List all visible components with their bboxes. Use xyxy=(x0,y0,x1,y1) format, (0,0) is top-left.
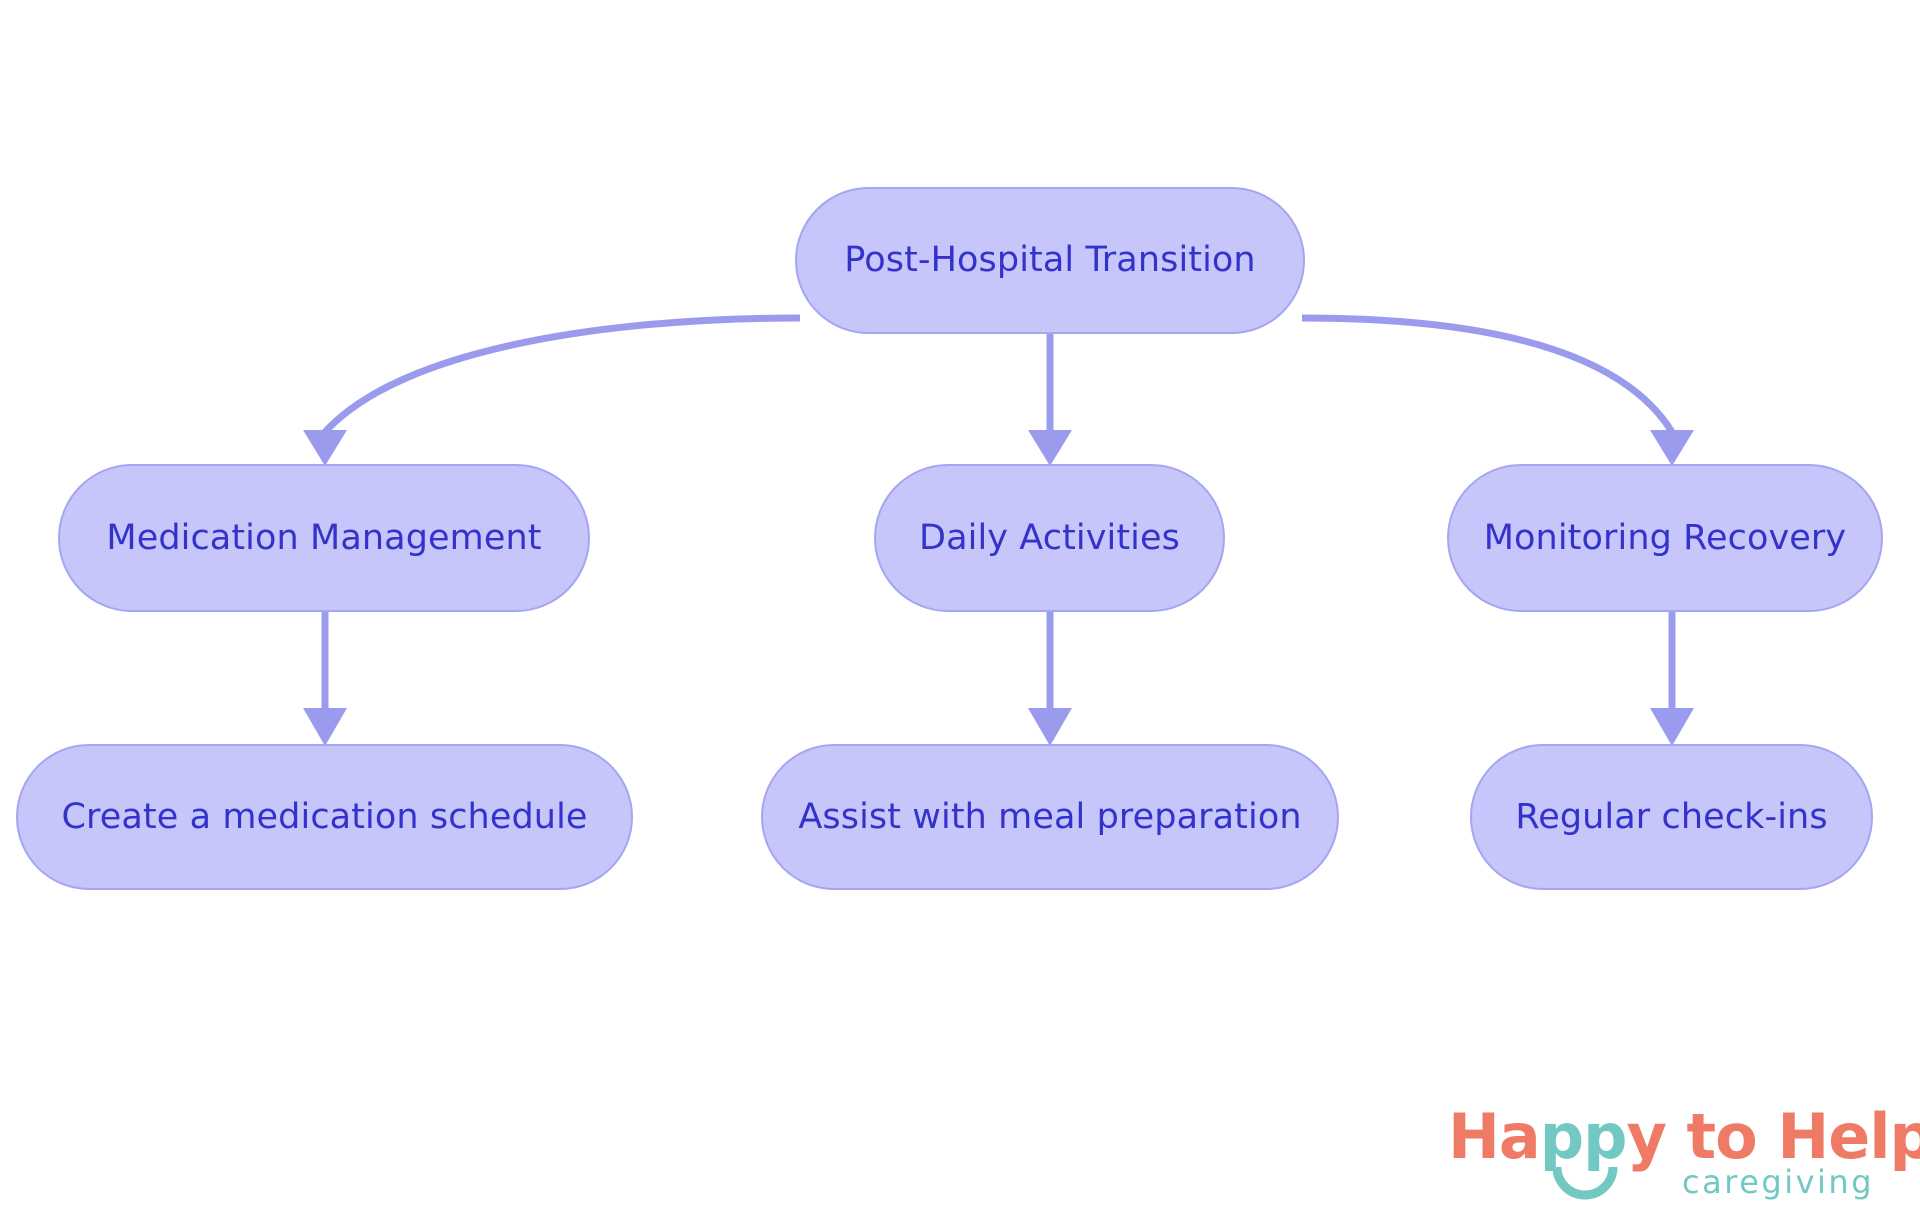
node-label: Post-Hospital Transition xyxy=(844,240,1256,281)
arrowhead-checkins xyxy=(1650,708,1694,746)
node-assist-with-meal-preparation[interactable]: Assist with meal preparation xyxy=(761,744,1339,890)
arrowhead-schedule xyxy=(303,708,347,746)
edge-root-to-medication xyxy=(322,314,801,435)
node-label: Medication Management xyxy=(106,517,542,558)
node-monitoring-recovery[interactable]: Monitoring Recovery xyxy=(1447,464,1883,612)
brand-logo: Happy to Help caregiving xyxy=(1448,1106,1920,1202)
arrowhead-meal xyxy=(1028,708,1072,746)
edge-root-to-monitoring xyxy=(1301,314,1675,434)
logo-word-ha: Ha xyxy=(1448,1100,1541,1173)
logo-word-pp: pp xyxy=(1539,1100,1628,1173)
logo-wordmark: Happy to Help xyxy=(1448,1106,1920,1168)
node-label: Create a medication schedule xyxy=(61,796,588,837)
node-label: Monitoring Recovery xyxy=(1483,517,1847,558)
node-daily-activities[interactable]: Daily Activities xyxy=(874,464,1225,612)
node-regular-check-ins[interactable]: Regular check-ins xyxy=(1470,744,1873,890)
arrowhead-medication xyxy=(303,430,347,466)
logo-word-y: y xyxy=(1626,1100,1667,1173)
node-label: Regular check-ins xyxy=(1515,796,1828,837)
smile-arc-icon xyxy=(1552,1166,1618,1200)
node-label: Assist with meal preparation xyxy=(798,796,1302,837)
logo-word-to-help: to Help xyxy=(1665,1100,1920,1173)
logo-tagline: caregiving xyxy=(1682,1163,1874,1201)
node-create-medication-schedule[interactable]: Create a medication schedule xyxy=(16,744,633,890)
node-post-hospital-transition[interactable]: Post-Hospital Transition xyxy=(795,187,1305,334)
arrowhead-monitoring xyxy=(1650,430,1694,466)
node-medication-management[interactable]: Medication Management xyxy=(58,464,590,612)
node-label: Daily Activities xyxy=(919,517,1180,558)
arrowhead-daily xyxy=(1028,430,1072,466)
